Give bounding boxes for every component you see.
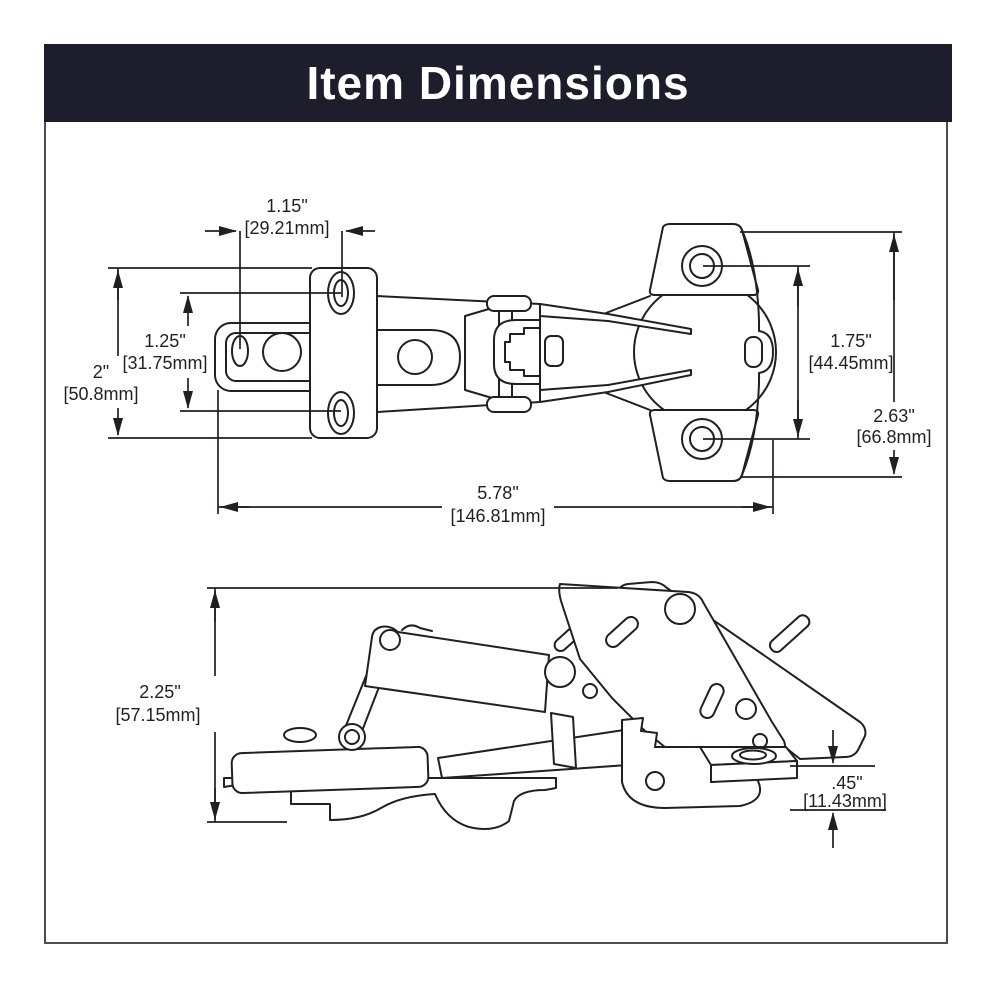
dim-label-base-height-in: .45"	[831, 773, 862, 793]
dim-label-overall-length-mm: [146.81mm]	[450, 506, 545, 526]
dim-label-wing-hole-spacing-mm: [44.45mm]	[808, 353, 893, 373]
dim-label-plate-height-mm: [50.8mm]	[63, 384, 138, 404]
dim-label-plate-height-in: 2"	[93, 362, 109, 382]
dim-label-base-height-mm: [11.43mm]	[803, 791, 887, 811]
dim-label-slot-offset-mm: [29.21mm]	[244, 218, 329, 238]
dim-plate-hole-spacing	[180, 292, 341, 412]
dim-label-overall-height-in: 2.25"	[139, 682, 180, 702]
header-bar: Item Dimensions	[44, 44, 952, 122]
dim-label-overall-length-in: 5.78"	[477, 483, 518, 503]
dim-overall-height	[207, 587, 617, 823]
hinge-side-view-drawing	[223, 581, 867, 830]
dim-label-plate-hole-spacing-mm: [31.75mm]	[122, 353, 207, 373]
dim-wing-hole-spacing	[703, 265, 810, 440]
dim-plate-height	[108, 267, 312, 439]
dim-base-height	[790, 730, 886, 848]
dim-overall-length	[217, 390, 774, 514]
dim-slot-offset	[205, 226, 375, 349]
dim-label-plate-hole-spacing-in: 1.25"	[144, 331, 185, 351]
hinge-top-view-drawing	[214, 223, 777, 482]
page-title: Item Dimensions	[306, 57, 690, 109]
dim-label-slot-offset-in: 1.15"	[266, 196, 307, 216]
dim-label-overall-height-mm: [57.15mm]	[115, 705, 200, 725]
dim-label-wing-height-mm: [66.8mm]	[856, 427, 931, 447]
dim-label-wing-height-in: 2.63"	[873, 406, 914, 426]
dim-wing-height	[740, 231, 902, 478]
dim-label-wing-hole-spacing-in: 1.75"	[830, 331, 871, 351]
